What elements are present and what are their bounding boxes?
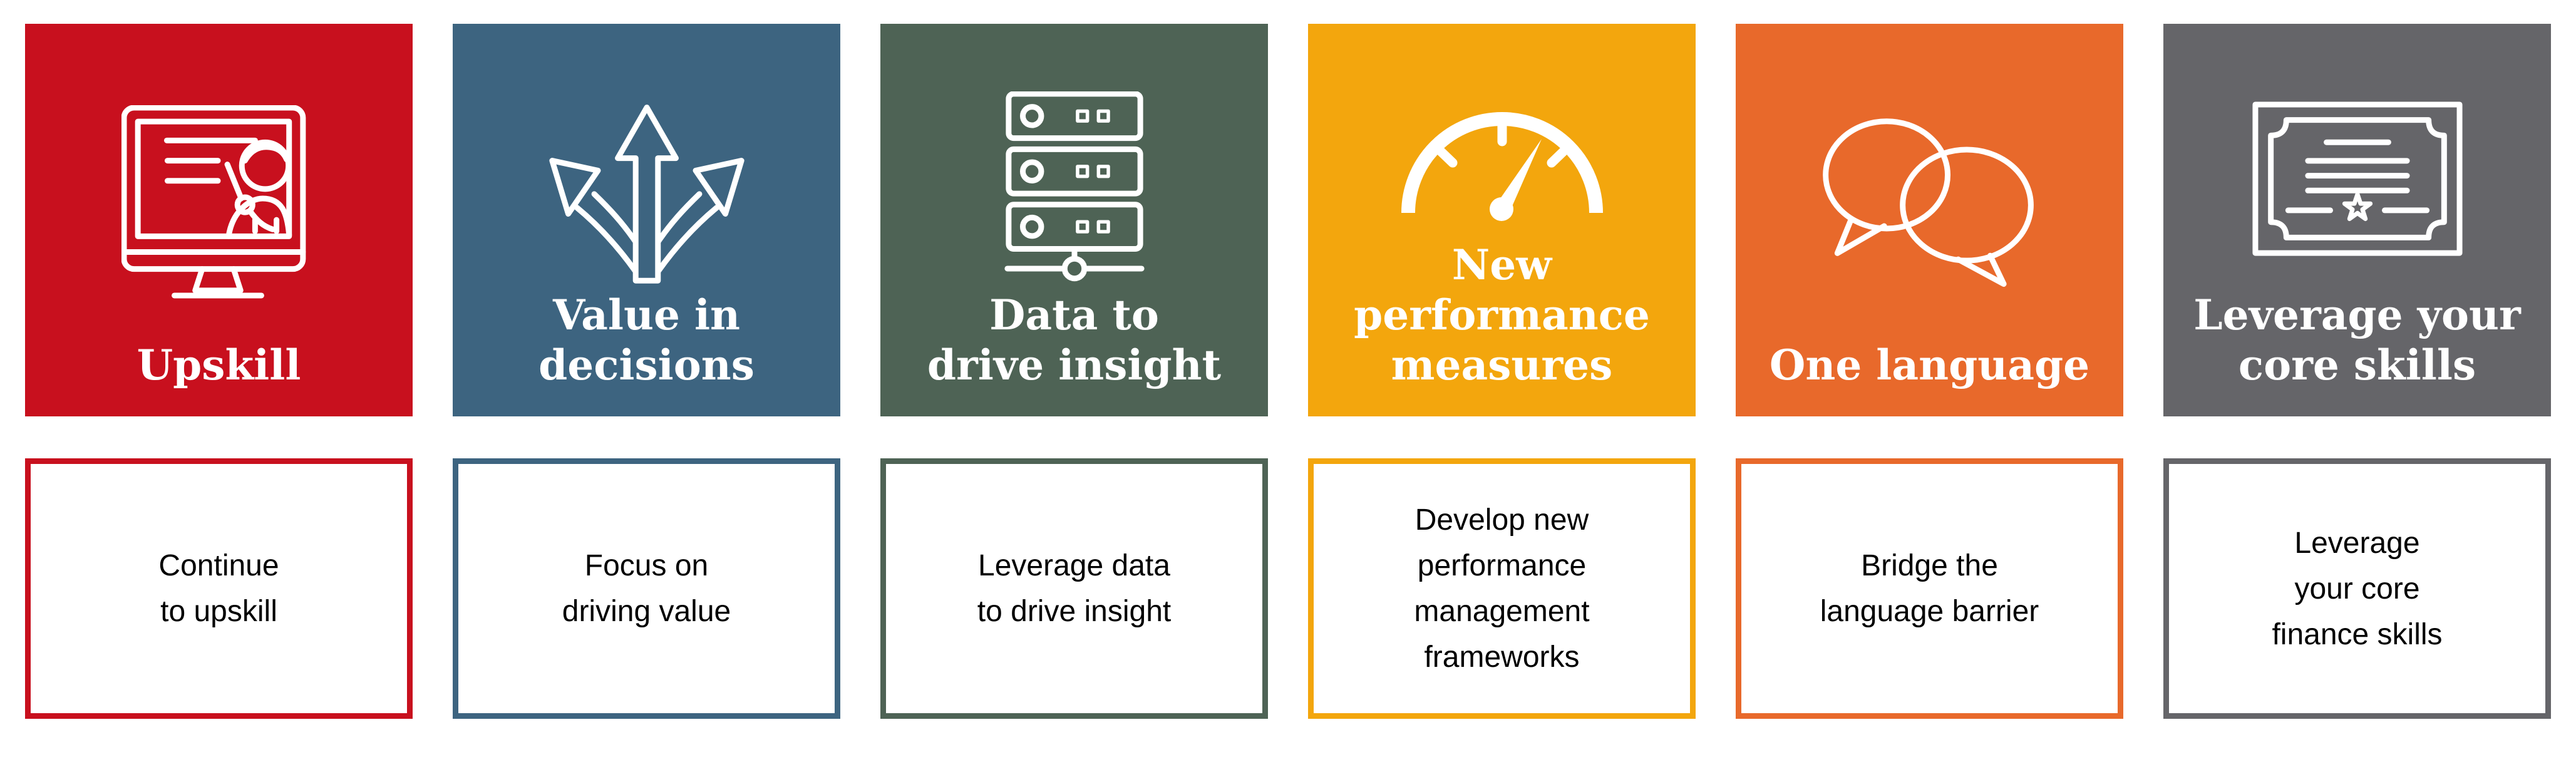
detail-box-upskill: Continue to upskill bbox=[25, 458, 413, 719]
detail-text: Leverage your core finance skills bbox=[2272, 526, 2443, 651]
branching-arrows-icon bbox=[545, 86, 749, 291]
detail-box-leverage-core-skills: Leverage your core finance skills bbox=[2163, 458, 2551, 719]
card-value-in-decisions: Value in decisions bbox=[453, 24, 840, 416]
detail-box-value-in-decisions: Focus on driving value bbox=[453, 458, 840, 719]
presentation-monitor-icon bbox=[121, 105, 317, 301]
card-title: Data to drive insight bbox=[927, 291, 1222, 389]
card-title: One language bbox=[1769, 341, 2090, 389]
detail-text: Continue to upskill bbox=[158, 549, 279, 628]
gauge-icon bbox=[1399, 108, 1605, 221]
speech-bubbles-icon bbox=[1813, 111, 2047, 290]
card-upskill: Upskill bbox=[25, 24, 413, 416]
card-title: Leverage your core skills bbox=[2193, 291, 2521, 389]
detail-box-one-language: Bridge the language barrier bbox=[1736, 458, 2123, 719]
card-data-to-drive-insight: Data to drive insight bbox=[880, 24, 1268, 416]
server-stack-icon bbox=[1004, 91, 1145, 282]
card-one-language: One language bbox=[1736, 24, 2123, 416]
detail-text: Focus on driving value bbox=[562, 549, 731, 628]
card-leverage-core-skills: Leverage your core skills bbox=[2163, 24, 2551, 416]
detail-box-new-performance-measures: Develop new performance management frame… bbox=[1308, 458, 1696, 719]
detail-box-data-to-drive-insight: Leverage data to drive insight bbox=[880, 458, 1268, 719]
card-title: Value in decisions bbox=[538, 291, 755, 389]
card-new-performance-measures: New performance measures bbox=[1308, 24, 1696, 416]
detail-text: Leverage data to drive insight bbox=[977, 549, 1172, 628]
card-title: New performance measures bbox=[1354, 240, 1650, 389]
detail-text: Bridge the language barrier bbox=[1820, 549, 2039, 628]
infographic-grid: Upskill Value in decisions bbox=[25, 24, 2551, 719]
detail-text: Develop new performance management frame… bbox=[1414, 503, 1590, 674]
card-title: Upskill bbox=[137, 341, 301, 389]
certificate-icon bbox=[2252, 101, 2463, 256]
